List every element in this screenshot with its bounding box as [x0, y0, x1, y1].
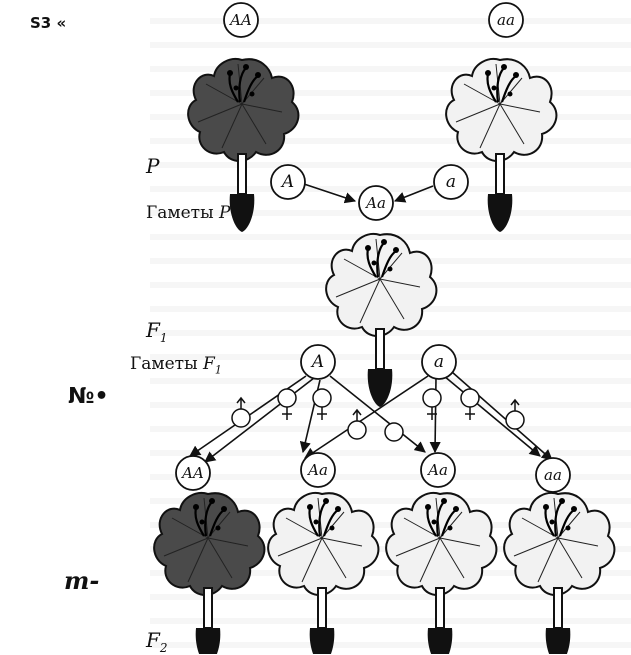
- genotype-circles: [175, 2, 571, 493]
- label-gametes-f1-sub: 1: [214, 363, 222, 377]
- genotype-f2-4: aa: [544, 466, 562, 484]
- genotype-gamete-p-right: a: [446, 172, 456, 192]
- label-gametes-f1: Гаметы F1: [130, 354, 222, 376]
- margin-note-top: S3 «: [30, 14, 67, 32]
- flower-f2-4: [503, 491, 616, 654]
- flower-f2-2: [267, 491, 380, 654]
- margin-note-middle: №•: [68, 384, 109, 409]
- circle-gamete-p-right: [433, 164, 469, 200]
- circle-f2-4: [535, 457, 571, 493]
- genotype-gamete-f1-left: A: [310, 352, 324, 372]
- genotype-parent-left: AA: [228, 11, 252, 29]
- label-gametes-p-word: Гаметы: [146, 203, 214, 223]
- label-gametes-p-symbol: P: [219, 203, 231, 223]
- label-f2: F2: [146, 628, 168, 655]
- genotype-f2-3: Aa: [426, 461, 448, 479]
- label-gametes-f1-word: Гаметы: [130, 354, 198, 374]
- label-gametes-f1-symbol: F: [203, 354, 215, 374]
- genotype-f1: Aa: [364, 194, 386, 212]
- circle-gamete-p-left: [270, 164, 306, 200]
- label-f2-sub: 2: [159, 641, 168, 655]
- circle-gamete-f1-right: [421, 344, 457, 380]
- sex-symbols: [231, 388, 525, 442]
- circle-parent-left: [223, 2, 259, 38]
- label-f1-sub: 1: [159, 331, 168, 345]
- label-parents: P: [146, 154, 160, 178]
- label-f1-letter: F: [146, 318, 160, 342]
- genotype-gamete-f1-right: a: [434, 352, 444, 372]
- circle-parent-right: [488, 2, 524, 38]
- flower-f2-3: [385, 491, 498, 654]
- flower-parent-recessive: [445, 57, 558, 234]
- genotype-f2-1: AA: [180, 464, 204, 482]
- circle-f2-1: [175, 455, 211, 491]
- label-f2-letter: F: [146, 628, 160, 652]
- margin-note-bottom: m-: [64, 566, 100, 595]
- circle-f2-2: [300, 452, 336, 488]
- label-f1: F1: [146, 318, 168, 345]
- circle-f1: [358, 185, 394, 221]
- genotype-texts: AA aa A a Aa A a AA Aa Aa aa: [180, 11, 562, 484]
- circle-f2-3: [420, 452, 456, 488]
- genotype-f2-2: Aa: [306, 461, 328, 479]
- label-gametes-p: Гаметы P: [146, 203, 230, 223]
- circle-gamete-f1-left: [300, 344, 336, 380]
- genotype-parent-right: aa: [497, 11, 515, 29]
- flower-f2-1: [153, 491, 266, 654]
- genotype-gamete-p-left: A: [280, 172, 294, 192]
- parent-gamete-arrows: [303, 183, 434, 204]
